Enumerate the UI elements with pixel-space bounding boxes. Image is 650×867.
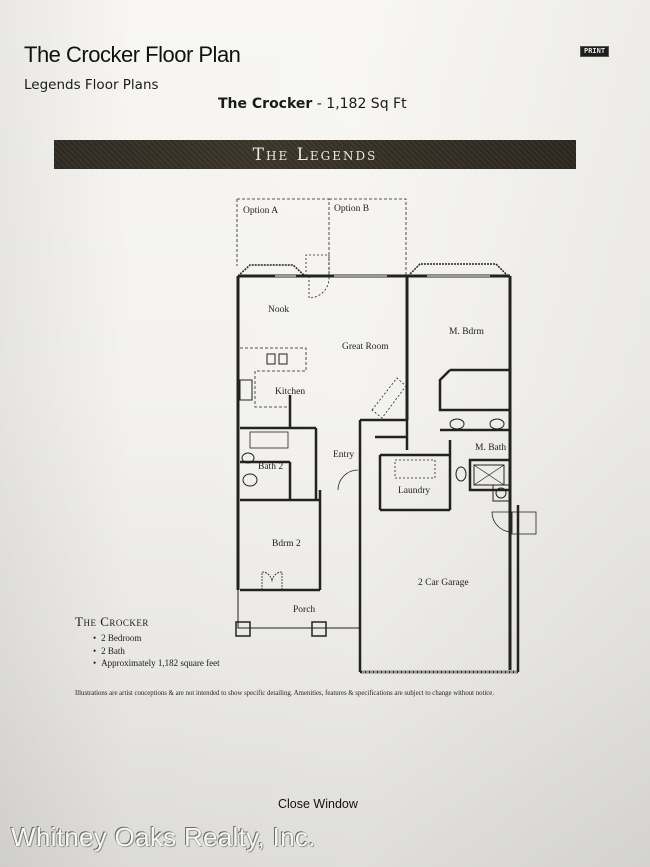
plan-name: The Crocker [218, 96, 313, 112]
floor-plan-diagram: Option A Option B Nook Great Room M. Bdr… [235, 198, 537, 674]
legend-title: The Crocker [75, 614, 149, 629]
legends-banner: The Legends [54, 140, 576, 169]
banner-text: The Legends [252, 144, 378, 165]
label-bdrm-2: Bdrm 2 [272, 539, 301, 549]
label-option-a: Option A [243, 206, 278, 216]
legend-item-baths: 2 Bath [93, 645, 220, 658]
label-bath-2: Bath 2 [258, 462, 283, 472]
label-nook: Nook [268, 305, 289, 315]
label-laundry: Laundry [398, 486, 430, 496]
porch-outline [237, 590, 360, 629]
legend-list: 2 Bedroom 2 Bath Approximately 1,182 squ… [93, 632, 220, 670]
label-kitchen: Kitchen [275, 387, 305, 397]
label-garage: 2 Car Garage [418, 578, 469, 588]
label-great-room: Great Room [342, 342, 389, 352]
bay-window-right [407, 263, 509, 277]
legend-item-bedrooms: 2 Bedroom [93, 632, 220, 645]
brand-logo-text: Whitney Oaks Realty, Inc. [11, 822, 316, 852]
disclaimer-text: Illustrations are artist conceptions & a… [75, 690, 495, 697]
legend-item-sqft: Approximately 1,182 square feet [93, 657, 219, 670]
bay-window-left [237, 264, 306, 277]
page-title: The Crocker Floor Plan [24, 42, 241, 67]
door-swing-top [305, 254, 330, 299]
label-porch: Porch [293, 605, 315, 615]
label-entry: Entry [333, 450, 354, 460]
plan-heading: The Crocker - 1,182 Sq Ft [218, 96, 407, 112]
close-window-link[interactable]: Close Window [278, 797, 358, 811]
label-m-bath: M. Bath [475, 443, 506, 453]
plan-size: - 1,182 Sq Ft [312, 96, 407, 112]
print-button[interactable]: PRINT [580, 46, 610, 57]
stair [371, 377, 407, 419]
label-option-b: Option B [334, 204, 369, 214]
option-b-outline [329, 198, 407, 276]
kitchen-counter [240, 347, 307, 408]
label-m-bdrm: M. Bdrm [449, 327, 484, 337]
page-subtitle: Legends Floor Plans [24, 77, 159, 93]
